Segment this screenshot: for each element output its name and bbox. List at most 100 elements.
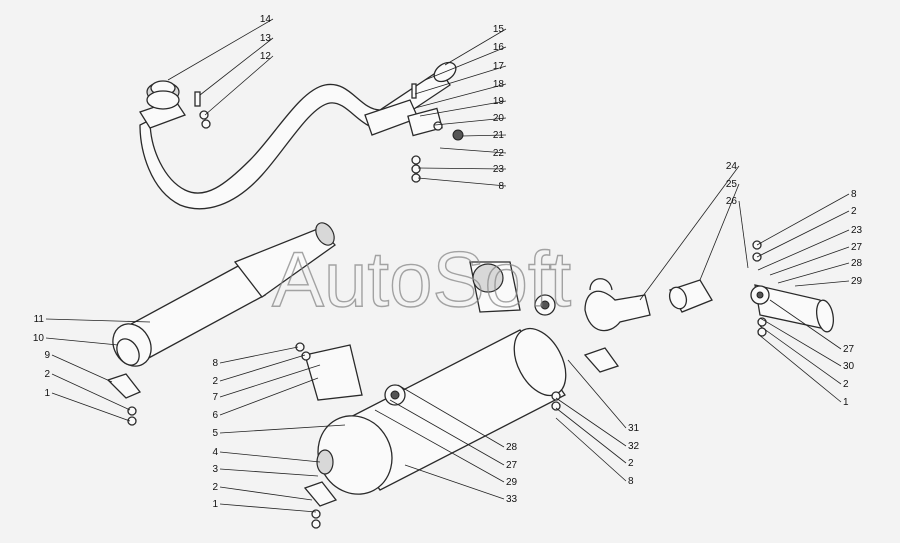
leader-line-c1b <box>51 392 131 422</box>
leader-line-c2b <box>759 325 842 385</box>
callout-c2d: 2 <box>212 376 218 387</box>
callout-c18: 18 <box>493 79 505 90</box>
callout-c25: 25 <box>726 179 738 190</box>
leader-line-c33 <box>404 464 505 500</box>
leader-line-c27b <box>769 299 842 350</box>
callout-c28b: 28 <box>506 442 518 453</box>
leader-line-c3 <box>219 468 319 477</box>
leader-line-c19 <box>419 100 507 117</box>
callout-c17: 17 <box>493 61 505 72</box>
callout-c24: 24 <box>726 161 738 172</box>
leader-line-c1a <box>757 333 842 403</box>
callout-c31: 31 <box>628 423 640 434</box>
leader-line-c5 <box>219 424 346 434</box>
leader-line-c2e <box>219 486 313 501</box>
callout-c14a: 14 <box>260 14 272 25</box>
leader-line-c16 <box>424 46 507 81</box>
callout-c4: 4 <box>212 447 218 458</box>
callout-c13: 13 <box>260 33 272 44</box>
callout-c2a: 2 <box>851 206 857 217</box>
leader-line-c28a <box>777 262 850 284</box>
callout-c8d: 8 <box>628 476 634 487</box>
callout-c29b: 29 <box>506 477 518 488</box>
callout-c23a: 23 <box>493 164 505 175</box>
leader-line-c21 <box>461 134 507 137</box>
callout-c19: 19 <box>493 96 505 107</box>
callout-c1c: 1 <box>212 499 218 510</box>
leader-line-c26 <box>738 200 749 269</box>
front-exhaust-pipe <box>139 61 457 210</box>
leader-line-c10 <box>45 337 119 346</box>
callout-labels: 1413121516171819202122238242526822327282… <box>33 14 863 513</box>
callout-c1b: 1 <box>44 388 50 399</box>
leader-line-c29a <box>794 280 850 287</box>
leader-line-c25 <box>699 183 740 281</box>
leader-line-c8a <box>417 177 507 187</box>
callout-c23b: 23 <box>851 225 863 236</box>
leader-line-c11 <box>45 318 151 323</box>
leader-line-c1c <box>219 503 317 513</box>
callout-c8a: 8 <box>498 181 504 192</box>
leader-line-c29b <box>374 409 505 483</box>
leader-line-c14a <box>167 18 274 81</box>
leader-line-c2f <box>555 407 627 464</box>
callout-c16: 16 <box>493 42 505 53</box>
leader-line-c2d <box>219 354 306 382</box>
leader-line-c8b <box>756 193 850 246</box>
callout-c1a: 1 <box>843 397 849 408</box>
callout-c8c: 8 <box>212 358 218 369</box>
leader-line-c2a <box>756 210 850 258</box>
leader-line-c24 <box>639 165 740 301</box>
leader-line-c20 <box>434 117 507 126</box>
callout-c8b: 8 <box>851 189 857 200</box>
leader-line-c12 <box>204 55 274 116</box>
callout-c2f: 2 <box>628 458 634 469</box>
callout-c5: 5 <box>212 428 218 439</box>
leader-line-c28b <box>397 384 505 448</box>
leader-line-c27a <box>769 246 850 276</box>
front-pipe-fasteners <box>194 83 464 183</box>
callout-c2e: 2 <box>212 482 218 493</box>
callout-c11: 11 <box>34 314 45 325</box>
tail-pipe <box>750 240 835 337</box>
leader-line-c17 <box>414 65 507 95</box>
callout-c26: 26 <box>726 196 738 207</box>
callout-c29a: 29 <box>851 276 863 287</box>
leader-line-c7 <box>219 364 321 398</box>
leader-line-c32 <box>555 397 627 447</box>
leader-line-c2c <box>51 373 131 411</box>
callout-c2b: 2 <box>843 379 849 390</box>
leader-line-c27c <box>389 399 505 466</box>
leader-line-c30 <box>759 317 842 367</box>
leader-line-c23b <box>757 229 850 271</box>
watermark-text: AutoSoft <box>272 235 572 323</box>
leader-line-c22 <box>439 147 507 154</box>
rear-silencer-mount <box>106 373 142 426</box>
leader-line-c23a <box>417 167 507 170</box>
callout-c20: 20 <box>493 113 505 124</box>
intermediate-pipe <box>584 278 713 332</box>
leader-line-c9 <box>51 354 113 383</box>
leader-line-c15 <box>444 28 507 66</box>
callout-c7: 7 <box>212 392 218 403</box>
leader-line-c4 <box>219 451 321 463</box>
callout-c27a: 27 <box>851 242 863 253</box>
callout-c33: 33 <box>506 494 518 505</box>
callout-c30: 30 <box>843 361 855 372</box>
callout-c10: 10 <box>33 333 45 344</box>
callout-c22: 22 <box>493 148 505 159</box>
callout-c3: 3 <box>212 464 218 475</box>
callout-c2c: 2 <box>44 369 50 380</box>
callout-c27c: 27 <box>506 460 518 471</box>
callout-c27b: 27 <box>843 344 855 355</box>
callout-c12: 12 <box>260 51 272 62</box>
leader-line-c8d <box>555 417 627 482</box>
leader-line-c31 <box>567 359 627 429</box>
leader-line-c13 <box>199 37 274 96</box>
callout-c15: 15 <box>493 24 505 35</box>
leader-line-c8c <box>219 346 299 364</box>
leader-line-c18 <box>414 83 507 109</box>
main-silencer-mounts <box>295 342 620 529</box>
callout-c28a: 28 <box>851 258 863 269</box>
